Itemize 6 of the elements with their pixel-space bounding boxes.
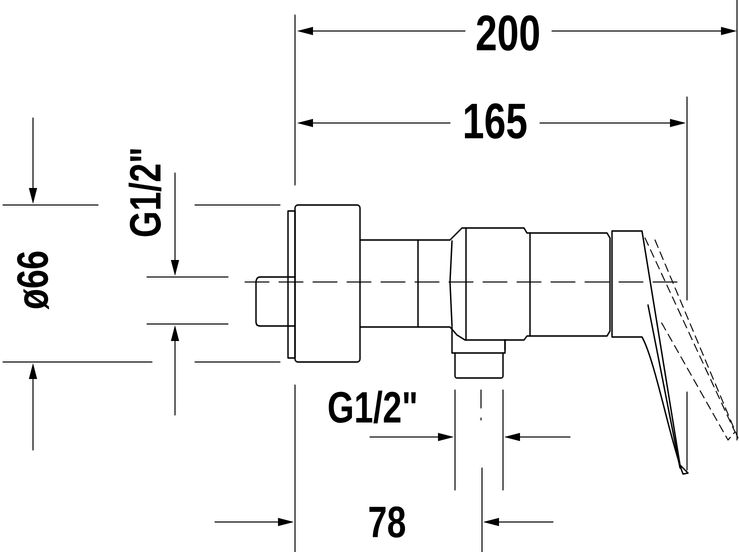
dimension-label: 165: [464, 103, 526, 139]
dimension-label: 200: [476, 15, 539, 51]
dimension-label: 78: [369, 506, 406, 538]
dimension-label: G1/2": [128, 149, 162, 236]
dimension-label: ø66: [17, 252, 49, 310]
dimension-label: G1/2": [328, 390, 416, 424]
